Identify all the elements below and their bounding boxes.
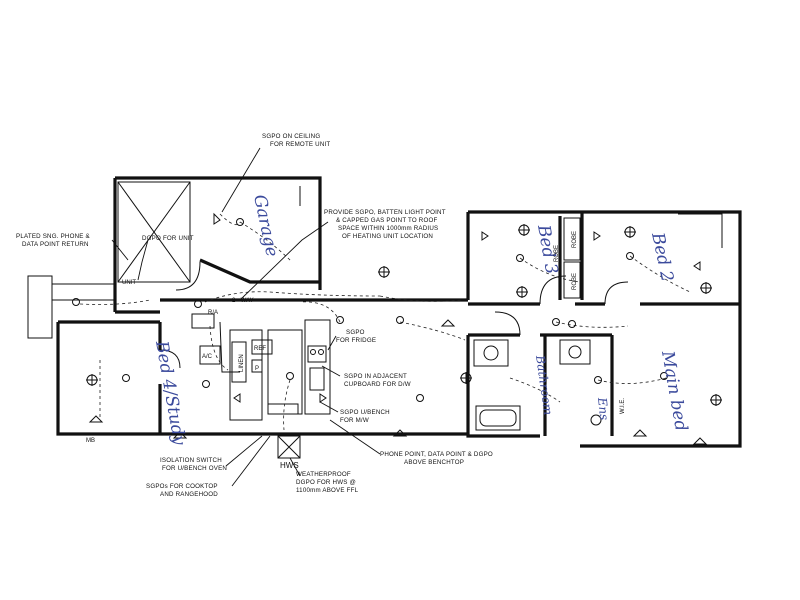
- note-provide-4: OF HEATING UNIT LOCATION: [342, 233, 433, 240]
- note-provide-3: SPACE WITHIN 1000mm RADIUS: [338, 225, 438, 232]
- note-sgpo-mw-2: FOR M/W: [340, 417, 369, 424]
- note-sgpo-cupboard-1: SGPO IN ADJACENT: [344, 373, 407, 380]
- note-weather-2: DGPO FOR HWS @: [296, 479, 356, 486]
- label-linen: LINEN: [239, 354, 245, 372]
- leader-lines: [111, 147, 381, 487]
- note-provide-1: PROVIDE SGPO, BATTEN LIGHT POINT: [324, 209, 446, 216]
- annotations: SGPO ON CEILING FOR REMOTE UNIT PROVIDE …: [16, 133, 493, 498]
- label-robe-a: ROBE: [572, 231, 578, 248]
- power-outlets: [88, 212, 708, 445]
- label-two-way: 2 - WAY: [232, 298, 254, 304]
- note-weather-1: WEATHERPROOF: [296, 471, 351, 478]
- note-provide-2: & CAPPED GAS POINT TO ROOF: [336, 217, 437, 224]
- room-bed4: Bed 4/Study: [151, 338, 189, 447]
- note-cooktop-1: SGPOs FOR COOKTOP: [146, 483, 218, 490]
- room-ens: Ens: [595, 396, 611, 421]
- room-bathroom: Bathroom: [533, 353, 555, 415]
- note-plated-2: DATA POINT RETURN: [22, 241, 89, 248]
- note-iso-2: FOR U/BENCH OVEN: [162, 465, 227, 472]
- exhaust-fans: [86, 224, 722, 406]
- note-iso-1: ISOLATION SWITCH: [160, 457, 222, 464]
- note-dgpo-unit: DGPO FOR UNIT: [142, 235, 194, 242]
- note-sgpo-cupboard-2: CUPBOARD FOR D/W: [344, 381, 411, 388]
- note-sgpo-ceiling-1: SGPO ON CEILING: [262, 133, 320, 140]
- label-hws: HWS: [280, 461, 299, 470]
- note-phone-2: ABOVE BENCHTOP: [404, 459, 464, 466]
- label-ra: R/A: [208, 310, 218, 316]
- note-phone-1: PHONE POINT, DATA POINT & DGPO: [380, 451, 493, 458]
- label-pantry: P: [255, 366, 259, 372]
- room-bed2: Bed 2: [647, 230, 677, 284]
- note-sgpo-fridge-1: SGPO: [346, 329, 365, 336]
- label-wie: W.I.E.: [620, 398, 626, 414]
- note-weather-3: 1100mm ABOVE FFL: [296, 487, 359, 494]
- label-robe-b: ROBE: [572, 273, 578, 290]
- room-main: Main bed: [657, 348, 691, 432]
- label-robe-c: ROBE: [554, 245, 560, 262]
- light-points: [72, 218, 668, 402]
- wiring-lines: [79, 213, 691, 431]
- note-cooktop-2: AND RANGEHOOD: [160, 491, 218, 498]
- label-ref: REF: [254, 346, 266, 352]
- label-unit: UNIT: [122, 280, 136, 286]
- fixture-labels: 2 - WAY MB HWS ROBE ROBE ROBE LINEN REF …: [86, 231, 626, 470]
- label-mb: MB: [86, 438, 95, 444]
- note-sgpo-ceiling-2: FOR REMOTE UNIT: [270, 141, 330, 148]
- label-ac: A/C: [202, 354, 213, 360]
- note-sgpo-fridge-2: FOR FRIDGE: [336, 337, 376, 344]
- walls: [27, 176, 742, 459]
- note-sgpo-mw-1: SGPO U/BENCH: [340, 409, 390, 416]
- note-plated-1: PLATED SNG. PHONE &: [16, 233, 90, 240]
- room-garage: Garage: [249, 193, 282, 259]
